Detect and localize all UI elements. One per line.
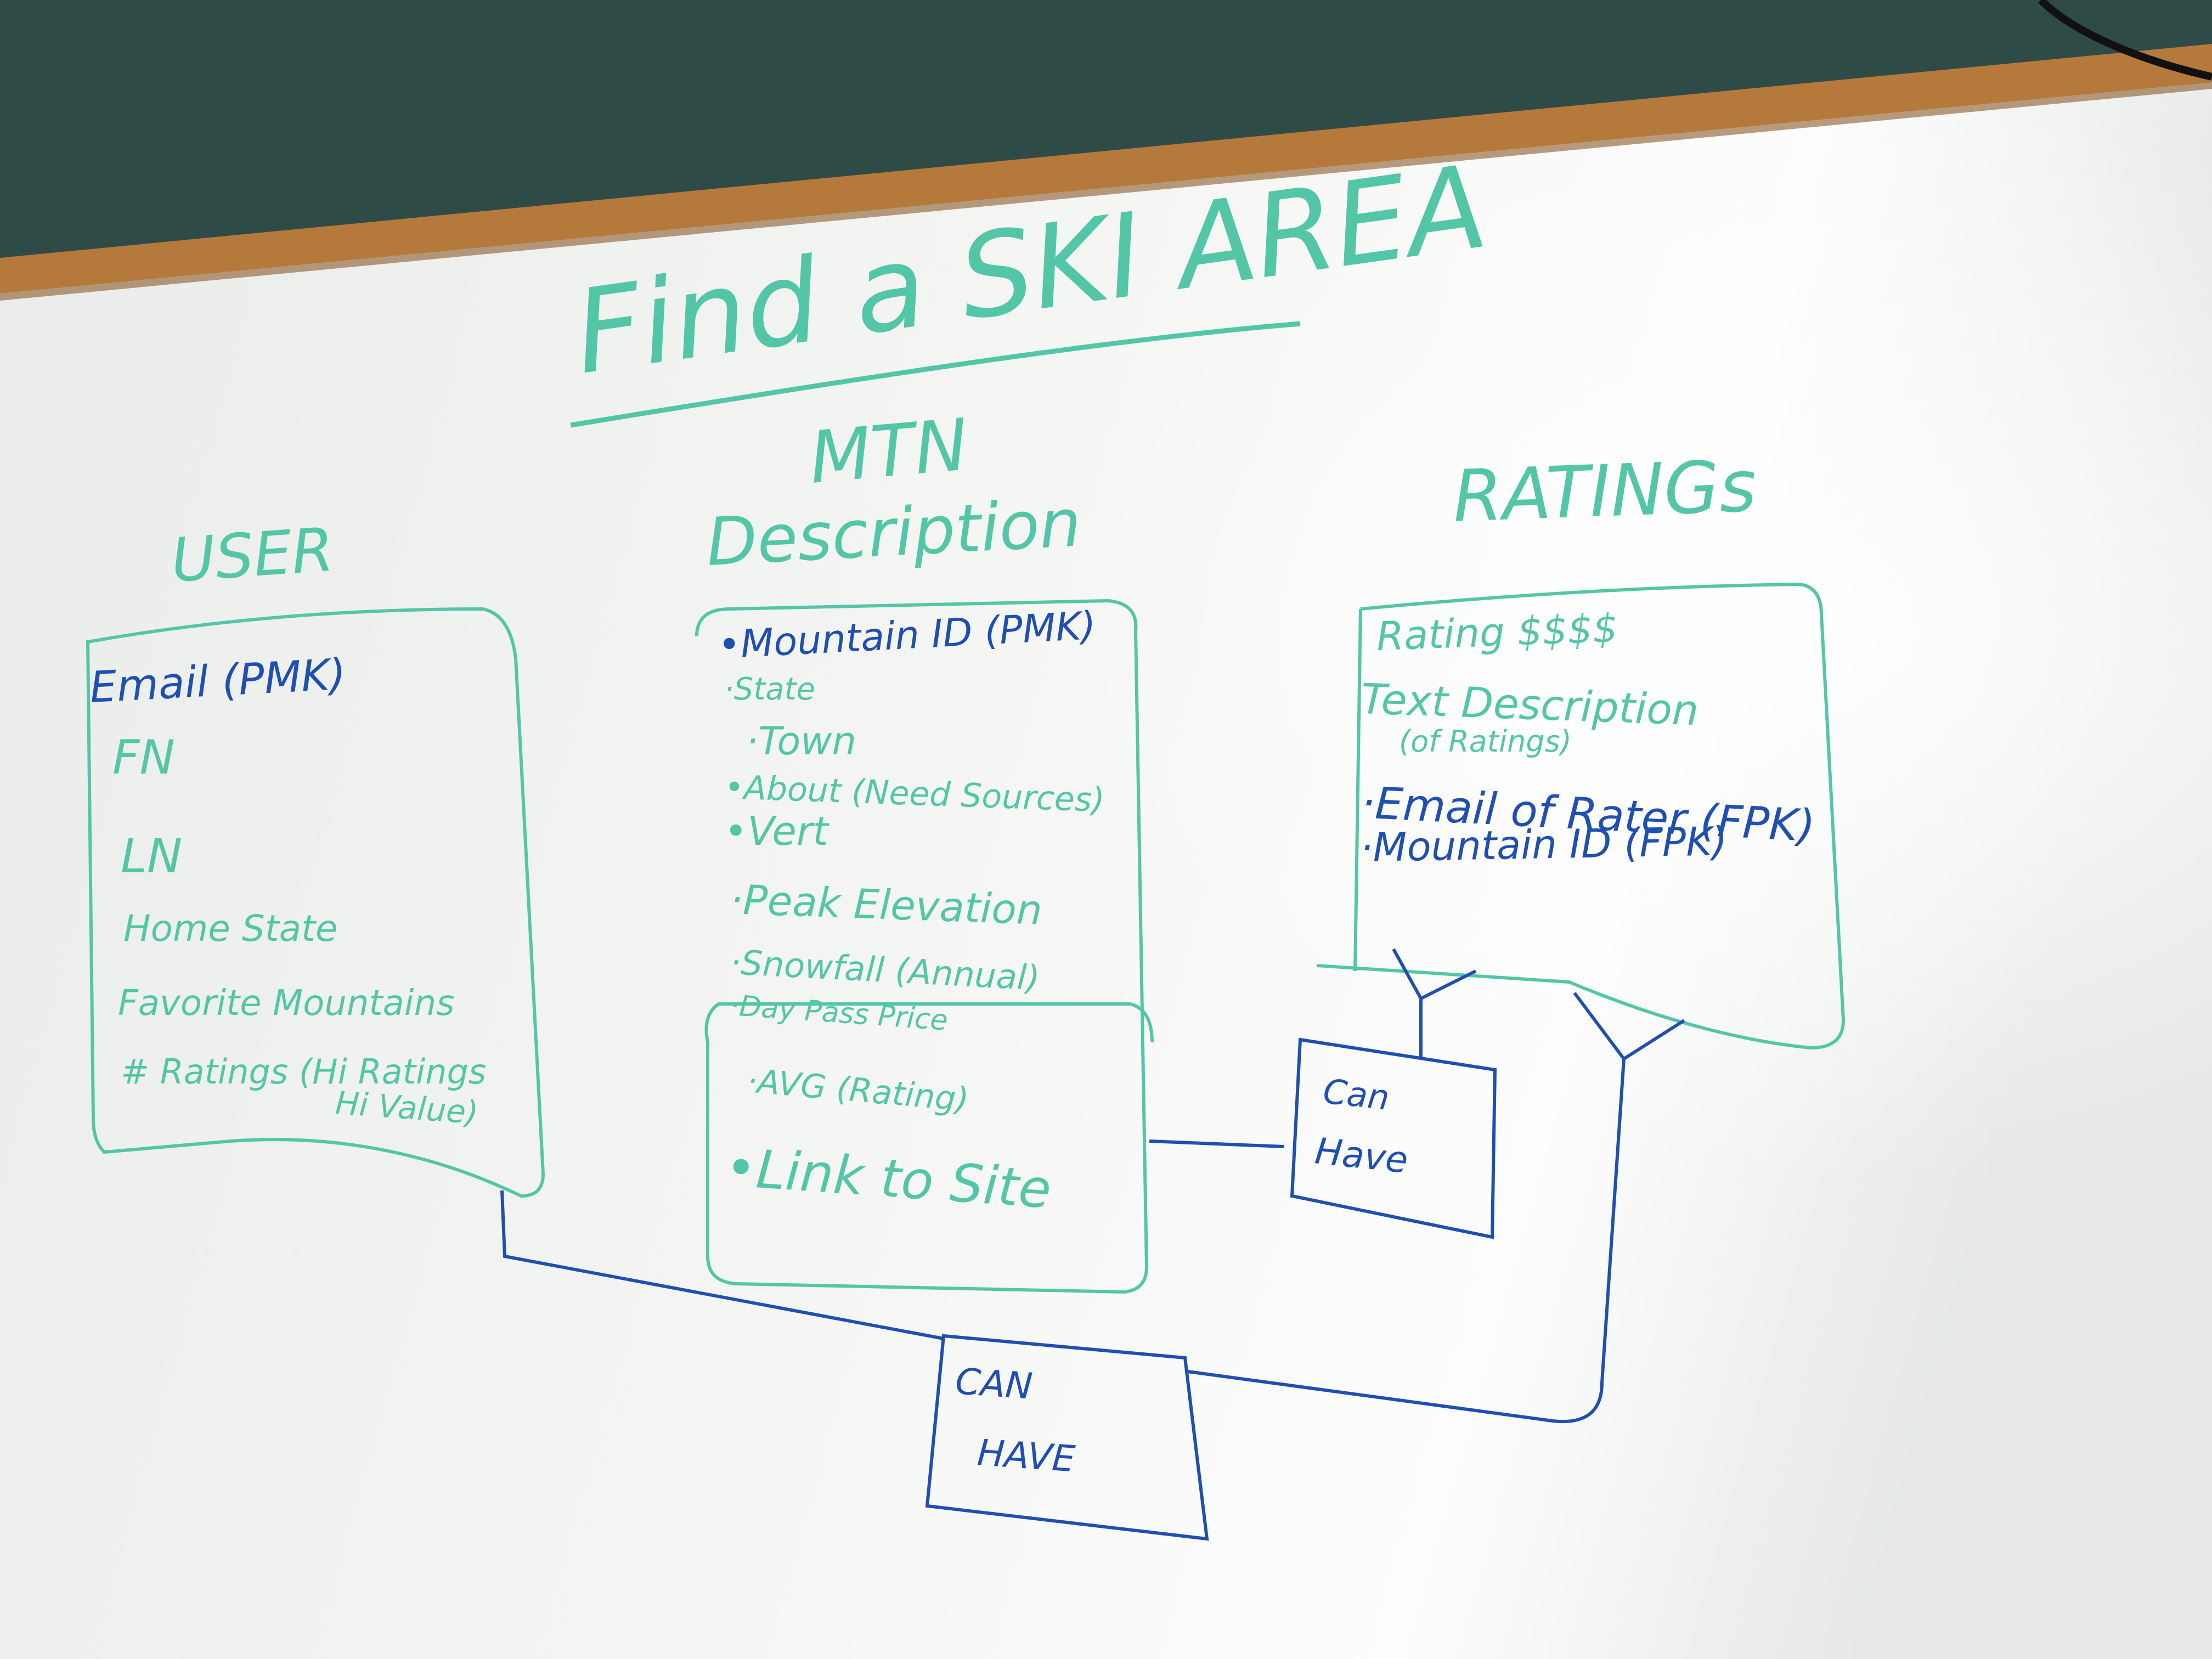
connector-user-to-relationship (500, 1190, 944, 1340)
title-underline (570, 321, 1301, 428)
ratings-entity: RATINGs Rating $$$$ Text Description (of… (1316, 444, 1846, 1050)
relationship-user-ratings: CAN HAVE (500, 992, 1685, 1541)
relationship-box-mtn-ratings (1290, 1037, 1497, 1239)
relationship-user-ratings-line2: HAVE (976, 1431, 1077, 1480)
mtn-heading-line1: MTN (806, 403, 971, 500)
ratings-field-of-ratings: (of Ratings) (1399, 724, 1572, 759)
relationship-box-user-ratings (925, 1334, 1209, 1541)
ratings-field-mountain-id: ·Mountain ID (FPK) (1360, 818, 1728, 871)
user-field-home-state: Home State (123, 907, 338, 950)
relationship-mtn-ratings-line1: Can (1321, 1071, 1391, 1118)
relationship-user-ratings-line1: CAN (954, 1360, 1034, 1408)
board-frame-shadow (0, 82, 2212, 301)
user-entity-box (86, 607, 545, 1198)
board-frame (0, 44, 2212, 294)
connector-relationship-to-ratings (1392, 948, 1477, 1059)
user-field-fn: FN (112, 730, 175, 785)
relationship-mtn-ratings-line2: Have (1313, 1130, 1410, 1181)
ratings-field-rating: Rating $$$$ (1376, 605, 1619, 659)
user-field-ln: LN (121, 829, 182, 884)
mtn-field-vert: •Vert (724, 808, 830, 854)
ratings-entity-box (1316, 582, 1846, 1050)
mtn-field-town: ·Town (746, 719, 856, 764)
connector-relationship-to-ratings-2 (1187, 992, 1685, 1424)
ratings-heading: RATINGs (1452, 444, 1758, 538)
ratings-field-text-description: Text Description (1360, 674, 1699, 735)
user-field-favorite-mountains: Favorite Mountains (118, 983, 454, 1024)
user-heading: USER (169, 515, 336, 596)
connector-mtn-to-relationship (1149, 1139, 1284, 1148)
cable (2038, 0, 2212, 81)
user-field-ratings: # Ratings (Hi Ratings (121, 1052, 486, 1092)
mtn-field-state: ·State (724, 672, 815, 707)
mtn-entity-box (695, 599, 1154, 1294)
relationship-mtn-ratings: Can Have (1149, 948, 1497, 1239)
mtn-field-peak-elevation: ·Peak Elevation (729, 876, 1043, 934)
